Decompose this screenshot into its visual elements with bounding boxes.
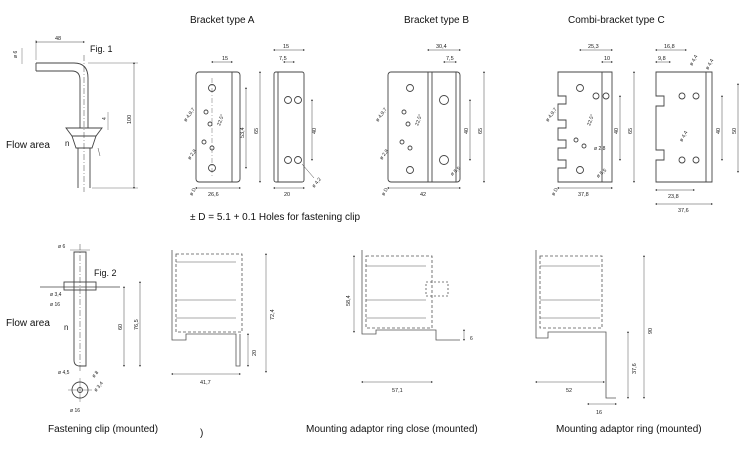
b-dim-dD: ø D xyxy=(381,187,390,197)
fig2-flow-area: Flow area xyxy=(6,318,50,329)
b-dim-40: 40 xyxy=(464,128,470,134)
mounted-clip-drawing xyxy=(171,250,267,375)
fig2-dim-d6: ø 6 xyxy=(58,244,65,250)
fig2-dim-d16: ø 16 xyxy=(50,302,60,308)
ring-dim-16: 16 xyxy=(596,410,602,416)
bracket-a-front xyxy=(195,61,261,189)
c-dim-65: 65 xyxy=(628,128,634,134)
caption-adaptor-close: Mounting adaptor ring close (mounted) xyxy=(306,424,478,435)
b-dim-30-4: 30,4 xyxy=(436,44,447,50)
fig1-dim-d6: ø 6 xyxy=(13,51,19,58)
bracket-b-drawing xyxy=(387,49,485,189)
a-dim-d28: ø 2,8 xyxy=(187,148,199,161)
a-dim-65: 65 xyxy=(254,128,260,134)
a-dim-7-5: 7,5 xyxy=(279,56,287,62)
fig1-label: Fig. 1 xyxy=(90,44,113,54)
b-dim-42: 42 xyxy=(420,192,426,198)
b-dim-angle: 22,5° xyxy=(414,114,424,127)
fig1-dim-4: 4 xyxy=(102,117,108,120)
b-dim-d49: ø 4,9,7 xyxy=(375,107,389,123)
c-dim-37-6: 37,6 xyxy=(678,208,689,214)
mounted-ring-drawing xyxy=(535,250,645,405)
c-dim-16-8: 16,8 xyxy=(664,44,675,50)
fig2-drawing xyxy=(40,244,141,402)
b-dim-d28: ø 2,8 xyxy=(379,148,391,161)
c-dim-10: 10 xyxy=(604,56,610,62)
stray-paren: ) xyxy=(200,428,204,439)
close-dim-57-1: 57,1 xyxy=(392,388,403,394)
a-dim-15: 15 xyxy=(222,56,228,62)
clip-dim-72-4: 72,4 xyxy=(270,309,276,320)
a-dim-d49: ø 4,9,7 xyxy=(183,107,197,123)
fig1-dim-100: 100 xyxy=(127,115,133,124)
c-dim-d28: ø 2,8 xyxy=(594,146,606,152)
title-bracket-b: Bracket type B xyxy=(404,15,470,26)
clip-dim-20: 20 xyxy=(252,350,258,356)
fig1-n: n xyxy=(65,139,69,148)
title-bracket-a: Bracket type A xyxy=(190,15,255,26)
fig2-dim-d16b: ø 16 xyxy=(70,408,80,414)
a-dim-26-6: 26,6 xyxy=(208,192,219,198)
c-dim-angle: 22,5° xyxy=(586,114,596,127)
c-dim-d44b: ø 4,4 xyxy=(705,58,716,71)
a-dim-dD: ø D xyxy=(189,187,198,197)
bracket-a-side xyxy=(273,49,315,189)
c-dim-d44a: ø 4,4 xyxy=(689,54,700,67)
bracket-c-side xyxy=(655,49,739,205)
c-dim-40b: 40 xyxy=(716,128,722,134)
c-dim-37-8: 37,8 xyxy=(578,192,589,198)
a-dim-40: 40 xyxy=(312,128,318,134)
a-dim-20: 20 xyxy=(284,192,290,198)
fig2-dim-60: 60 xyxy=(118,324,124,330)
fig2-dim-d34: ø 3,4 xyxy=(50,292,62,298)
clip-dim-41-7: 41,7 xyxy=(200,380,211,386)
bracket-c-front xyxy=(557,49,635,189)
fig2-n: n xyxy=(64,323,68,332)
a-dim-angle: 22,5° xyxy=(216,114,226,127)
fig2-dim-d34b: ø 3,4 xyxy=(93,381,105,394)
ring-dim-37-6: 37,6 xyxy=(632,363,638,374)
mounted-close-drawing xyxy=(353,250,465,383)
fig1-flow-area: Flow area xyxy=(6,140,50,151)
fig2-label: Fig. 2 xyxy=(94,268,117,278)
fig2-dim-d8: ø 8 xyxy=(91,370,100,380)
caption-fastening-clip: Fastening clip (mounted) xyxy=(48,424,159,435)
close-dim-58-4: 58,4 xyxy=(346,295,352,306)
c-dim-23-8: 23,8 xyxy=(668,194,679,200)
fig1-dim-48: 48 xyxy=(55,36,61,42)
fig1-drawing xyxy=(21,40,138,192)
b-dim-65: 65 xyxy=(478,128,484,134)
fastening-note: ± D = 5.1 + 0.1 Holes for fastening clip xyxy=(190,212,361,223)
c-dim-dD: ø D xyxy=(551,187,560,197)
fig2-dim-d45: ø 4,5 xyxy=(58,370,70,376)
c-dim-d44c: ø 4,4 xyxy=(679,130,690,143)
c-dim-50: 50 xyxy=(732,128,738,134)
fig2-dim-76-5: 76,5 xyxy=(134,319,140,330)
c-dim-d49: ø 4,9,7 xyxy=(545,107,559,123)
a-dim-d42: ø 4,2 xyxy=(311,177,323,190)
ring-dim-52: 52 xyxy=(566,388,572,394)
a-dim-53-4: 53,4 xyxy=(240,127,246,138)
c-dim-9-8: 9,8 xyxy=(658,56,666,62)
title-bracket-c: Combi-bracket type C xyxy=(568,15,665,26)
close-dim-6: 6 xyxy=(470,336,473,342)
c-dim-25-3: 25,3 xyxy=(588,44,599,50)
c-dim-40: 40 xyxy=(614,128,620,134)
a-dim-15b: 15 xyxy=(283,44,289,50)
ring-dim-90: 90 xyxy=(648,328,654,334)
b-dim-7-5: 7,5 xyxy=(446,56,454,62)
caption-adaptor-ring: Mounting adaptor ring (mounted) xyxy=(556,424,702,435)
